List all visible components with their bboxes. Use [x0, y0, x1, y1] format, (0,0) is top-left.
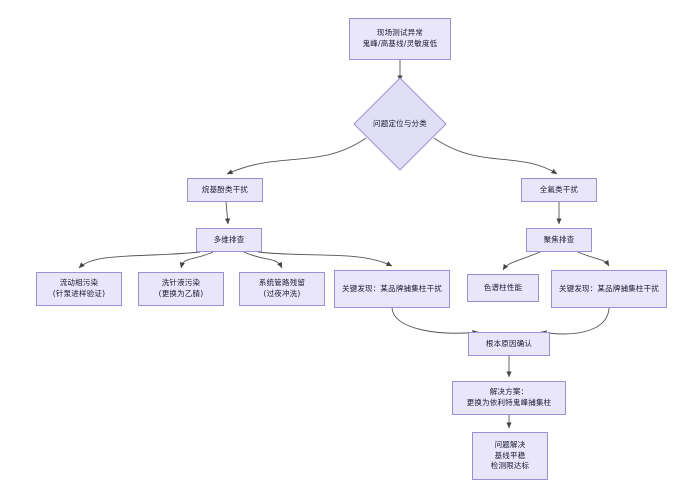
node-key-finding-right[interactable]: 关键发现：某品牌捕集柱干扰 — [551, 270, 667, 308]
node-mobile-phase-contamination[interactable]: 流动相污染 (针泵进样验证) — [36, 272, 122, 306]
edge-focuscheck-to-findingright — [577, 251, 610, 267]
edge-multicheck-to-mobilephase — [78, 251, 201, 269]
edge-findingright-to-rootcause — [540, 307, 610, 336]
node-classify-label: 问题定位与分类 — [373, 118, 427, 128]
edge-multicheck-to-tubing — [243, 251, 283, 269]
node-perfluoro-interference[interactable]: 全氟类干扰 — [521, 178, 597, 202]
edge-classify-to-perfluoro — [433, 137, 558, 175]
edge-findingleft-to-rootcause — [391, 307, 479, 336]
node-multi-dimension-check[interactable]: 多维排查 — [196, 228, 262, 252]
node-problem-resolved[interactable]: 问题解决 基线平稳 检测限达标 — [472, 432, 548, 480]
node-start[interactable]: 现场测试异常 鬼峰/高基线/灵敏度低 — [349, 18, 451, 60]
node-needle-wash-contamination[interactable]: 洗针液污染 (更换为乙腈) — [138, 272, 224, 306]
edge-multicheck-to-findingleft — [257, 251, 393, 267]
node-column-performance[interactable]: 色谱柱性能 — [467, 274, 539, 302]
node-focused-check[interactable]: 聚焦排查 — [526, 228, 592, 252]
edge-focuscheck-to-columnperf — [502, 251, 541, 271]
node-alkylphenol-interference[interactable]: 烷基酚类干扰 — [187, 178, 263, 202]
node-system-tubing-residue[interactable]: 系统管路残留 (过夜冲洗) — [239, 272, 325, 306]
node-classify[interactable]: 问题定位与分类 — [349, 77, 451, 171]
node-key-finding-left[interactable]: 关键发现：某品牌捕集柱干扰 — [334, 270, 450, 308]
node-solution[interactable]: 解决方案： 更换为依利特鬼峰捕集柱 — [452, 381, 566, 415]
edge-multicheck-to-washliquid — [179, 251, 214, 269]
edge-alkylphenol-to-multicheck — [224, 201, 231, 225]
edge-classify-to-alkylphenol — [226, 137, 367, 175]
node-root-cause-confirmed[interactable]: 根本原因确认 — [468, 332, 550, 356]
